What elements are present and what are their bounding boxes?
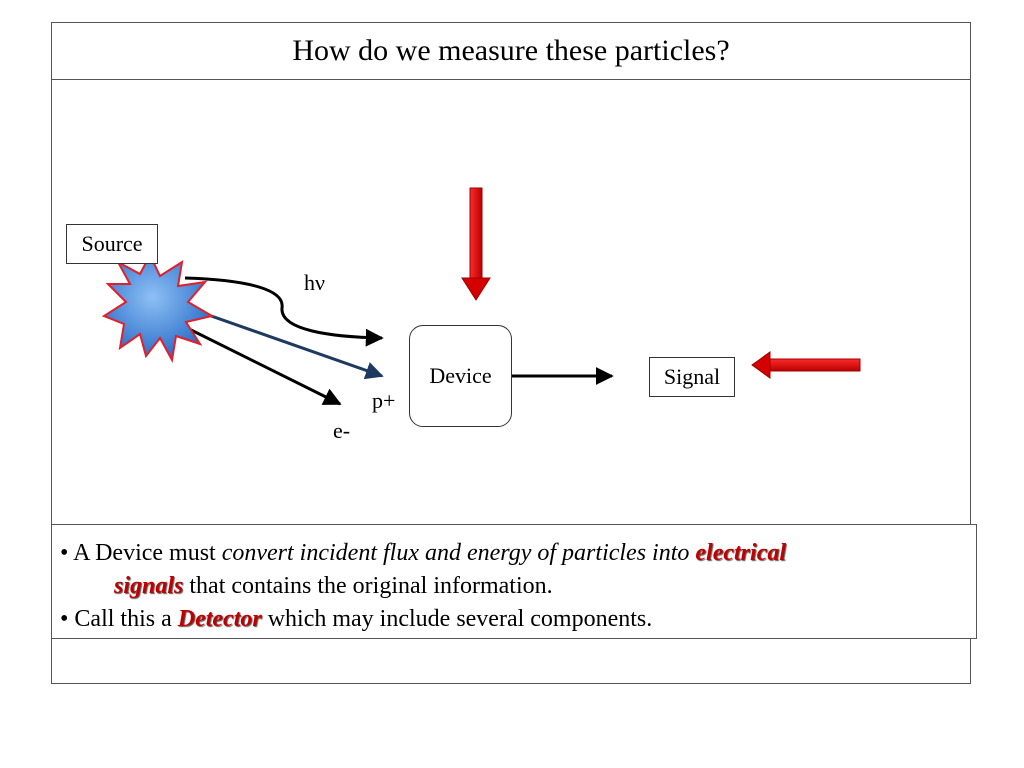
proton-path: [179, 303, 384, 380]
down-pointer-arrow-icon: [461, 187, 491, 301]
source-label: Source: [81, 231, 143, 256]
device-label: Device: [429, 363, 492, 388]
bullet-2-tail: which may include several components.: [261, 606, 653, 632]
highlight-signals: signals: [114, 573, 184, 599]
bullet-text-box: • A Device must convert incident flux an…: [51, 524, 977, 639]
device-box: Device: [409, 325, 512, 427]
bullet-line-1: • A Device must convert incident flux an…: [60, 537, 968, 570]
starburst-icon: [101, 252, 215, 364]
source-box: Source: [66, 224, 158, 264]
bullet-line-2: • Call this a Detector which may include…: [60, 603, 968, 636]
signal-label: Signal: [663, 364, 721, 389]
bullet-1-lead: • A Device must: [60, 540, 222, 566]
electron-label: e-: [333, 418, 351, 443]
electron-path: [174, 320, 342, 406]
slide-title-text: How do we measure these particles?: [292, 34, 730, 67]
highlight-electrical: electrical: [695, 540, 787, 566]
slide-title: How do we measure these particles?: [51, 22, 971, 80]
highlight-detector: Detector: [177, 606, 262, 632]
proton-label: p+: [372, 388, 396, 413]
photon-label: hν: [304, 270, 325, 295]
bullet-2-lead: • Call this a: [60, 606, 178, 632]
photon-path: [184, 276, 384, 347]
bullet-line-1-cont: signals that contains the original infor…: [60, 570, 968, 603]
signal-box: Signal: [649, 357, 735, 397]
bullet-1-tail: that contains the original information.: [183, 573, 553, 599]
left-pointer-arrow-icon: [751, 351, 861, 379]
bullet-1-italic: convert incident flux and energy of part…: [221, 540, 696, 566]
